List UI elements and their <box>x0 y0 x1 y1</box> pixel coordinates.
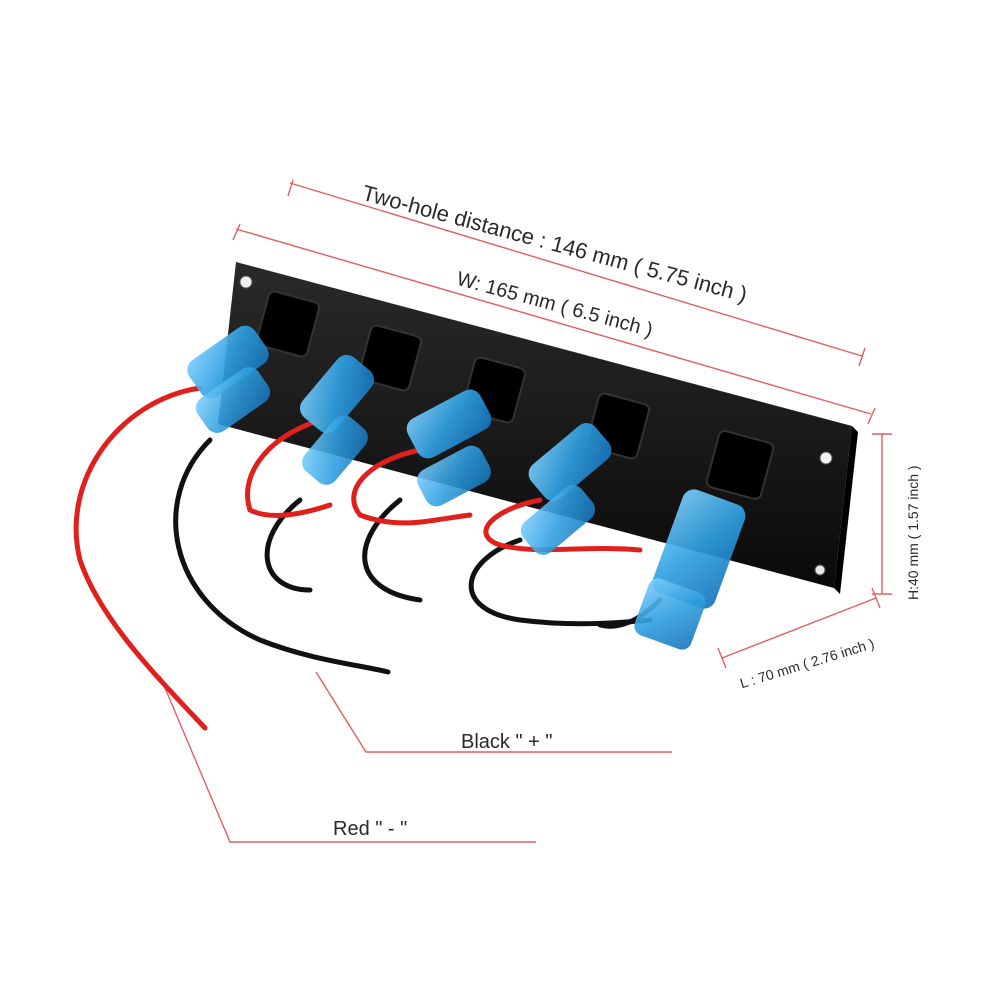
black-wire-label: Black " + " <box>461 731 553 753</box>
panel-edge <box>834 426 858 594</box>
dimension-lines <box>159 179 892 843</box>
switch-3 <box>406 356 527 507</box>
black-leader-line <box>315 671 672 753</box>
switch-2 <box>299 324 423 485</box>
mount-hole-right <box>819 451 833 465</box>
red-wire-label: Red " - " <box>333 818 408 840</box>
red-leader-line <box>159 675 536 843</box>
switch-5 <box>634 430 775 650</box>
switch-1 <box>187 290 321 433</box>
red-wires <box>73 385 643 731</box>
mount-hole-left <box>239 275 253 289</box>
two-hole-dimension-line <box>287 179 866 367</box>
mount-hole-right-lower <box>814 564 826 576</box>
height-dimension-line <box>872 433 892 595</box>
width-dimension-line <box>232 223 876 425</box>
switch-4 <box>520 392 651 555</box>
switches <box>187 290 775 650</box>
height-label: H:40 mm ( 1.57 inch ) <box>905 465 921 600</box>
length-dimension-line <box>717 587 881 669</box>
